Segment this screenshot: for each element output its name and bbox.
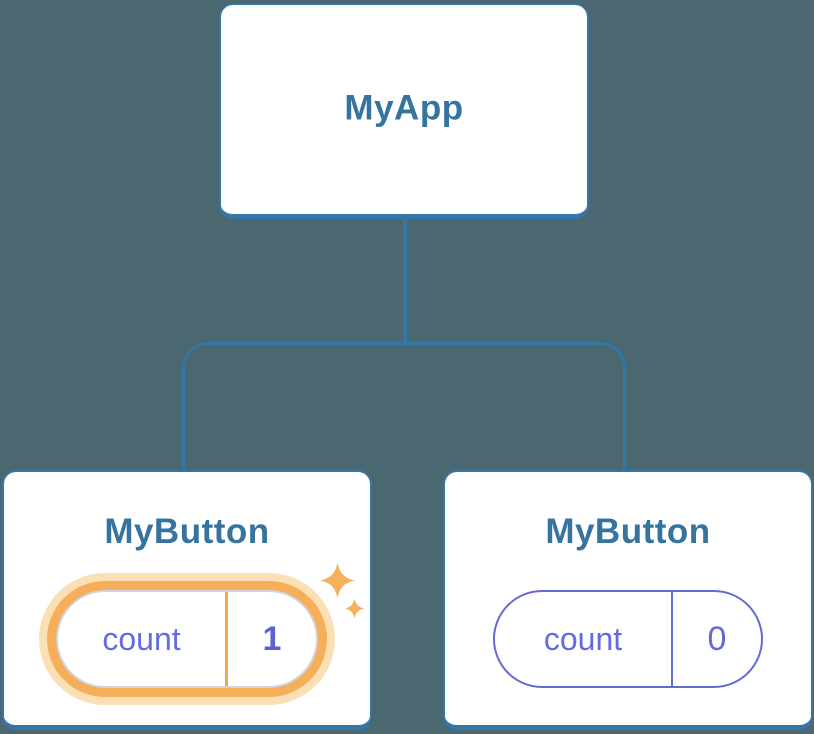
state-pill-plain: count 0: [493, 590, 763, 688]
state-name: count: [543, 620, 623, 657]
pill-divider: [671, 592, 673, 686]
component-node-mybutton-left: MyButton count 1: [2, 470, 372, 730]
connector-root-stem: [403, 216, 407, 344]
state-name: count: [102, 620, 181, 657]
state-value: 0: [707, 619, 727, 658]
connector-branch: [182, 342, 626, 470]
node-label: MyButton: [545, 512, 711, 551]
sparkle-icon-small: [344, 598, 365, 619]
node-label: MyButton: [104, 512, 270, 551]
component-node-mybutton-right: MyButton count 0: [443, 470, 813, 730]
state-pill-highlighted: count 1: [56, 590, 318, 688]
pill-divider: [225, 592, 228, 686]
state-value: 1: [262, 619, 282, 658]
node-label: MyApp: [344, 87, 464, 127]
sparkle-icon-large: [319, 562, 356, 599]
component-node-myapp: MyApp: [219, 3, 589, 219]
